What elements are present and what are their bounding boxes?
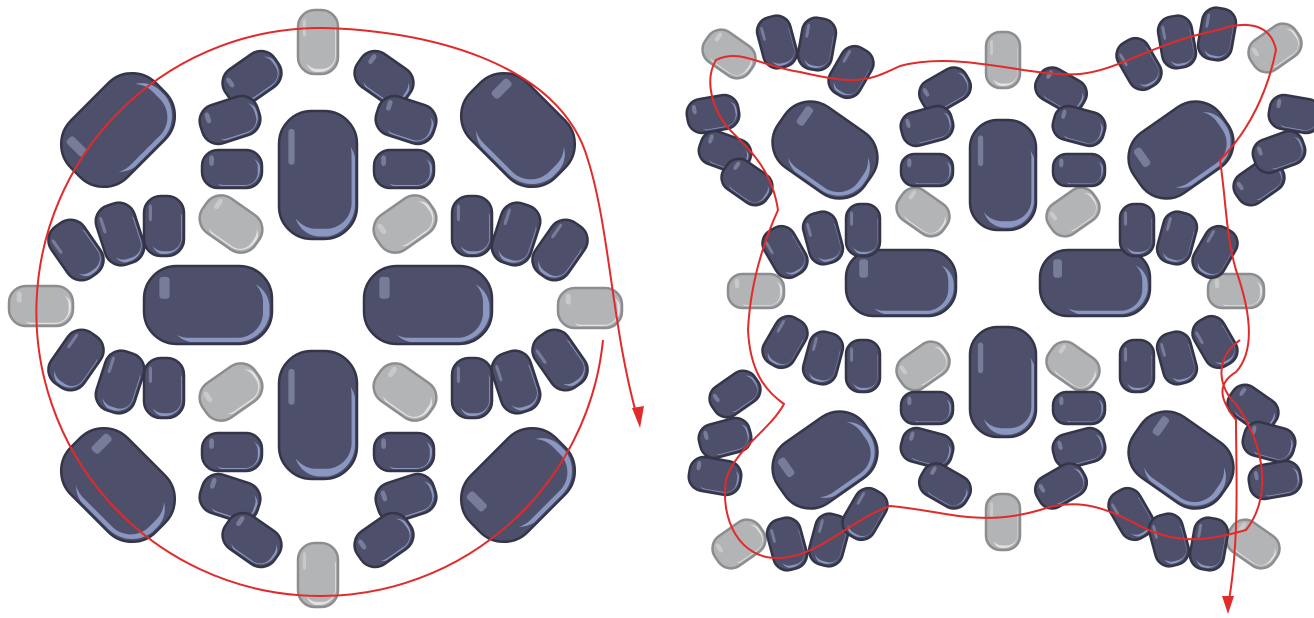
small-bead	[1053, 392, 1105, 424]
small-bead	[796, 15, 839, 72]
small-bead	[846, 204, 880, 256]
gray-bead-diagonal	[1041, 182, 1106, 242]
small-bead	[897, 425, 956, 471]
center-bead-top	[279, 111, 357, 239]
large-corner-bead	[1116, 89, 1245, 210]
small-bead	[695, 415, 754, 461]
small-bead	[901, 392, 953, 424]
gray-bead-diagonal	[367, 356, 444, 427]
square-motif-panel	[684, 5, 1314, 614]
small-bead	[764, 514, 810, 573]
gray-bead-corner	[707, 514, 772, 574]
small-bead	[1053, 154, 1105, 186]
small-bead	[202, 150, 262, 188]
small-bead	[897, 103, 956, 149]
gray-bead-bottom	[986, 494, 1020, 550]
small-bead	[374, 433, 434, 471]
gray-bead-diagonal	[193, 188, 270, 259]
small-bead	[1120, 340, 1154, 392]
gray-bead-left	[9, 286, 73, 326]
gray-bead-diagonal	[891, 182, 956, 242]
large-corner-bead	[447, 59, 588, 200]
small-bead	[1188, 515, 1231, 572]
small-bead	[452, 358, 492, 418]
small-bead	[1249, 127, 1309, 177]
small-bead	[901, 154, 953, 186]
small-bead	[1049, 103, 1108, 149]
small-bead	[374, 150, 434, 188]
small-bead	[1266, 93, 1314, 136]
small-bead	[1049, 425, 1108, 471]
gray-bead-left	[728, 274, 784, 308]
center-bead-bottom	[970, 327, 1036, 437]
gray-bead-bottom	[298, 543, 338, 607]
small-bead	[202, 433, 262, 471]
small-bead	[1146, 510, 1192, 569]
gray-bead-diagonal	[891, 336, 956, 396]
gray-bead-diagonal	[367, 188, 444, 259]
large-corner-bead	[447, 414, 588, 555]
gray-bead-top	[986, 32, 1020, 88]
gray-bead-diagonal	[193, 356, 270, 427]
round-motif-panel	[9, 10, 644, 607]
center-bead-left	[144, 266, 272, 344]
small-bead	[846, 340, 880, 392]
center-bead-right	[364, 266, 492, 344]
large-corner-bead	[760, 89, 889, 210]
center-bead-right	[1040, 250, 1150, 316]
arrowhead-icon	[1222, 596, 1234, 614]
arrowhead-icon	[632, 406, 644, 428]
center-bead-bottom	[279, 351, 357, 479]
small-bead	[144, 358, 184, 418]
small-bead	[452, 196, 492, 256]
center-bead-left	[846, 250, 956, 316]
center-bead-top	[970, 120, 1036, 230]
small-bead	[1120, 204, 1154, 256]
small-bead	[371, 92, 440, 149]
small-bead	[144, 196, 184, 256]
gray-bead-corner	[1221, 514, 1286, 574]
large-corner-bead	[47, 414, 188, 555]
gray-bead-top	[298, 10, 338, 74]
gray-bead-corner	[697, 24, 762, 84]
gray-bead-right	[1208, 274, 1264, 308]
small-bead	[195, 92, 264, 149]
gray-bead-diagonal	[1041, 336, 1106, 396]
small-bead	[1246, 459, 1303, 502]
small-bead	[914, 458, 976, 513]
